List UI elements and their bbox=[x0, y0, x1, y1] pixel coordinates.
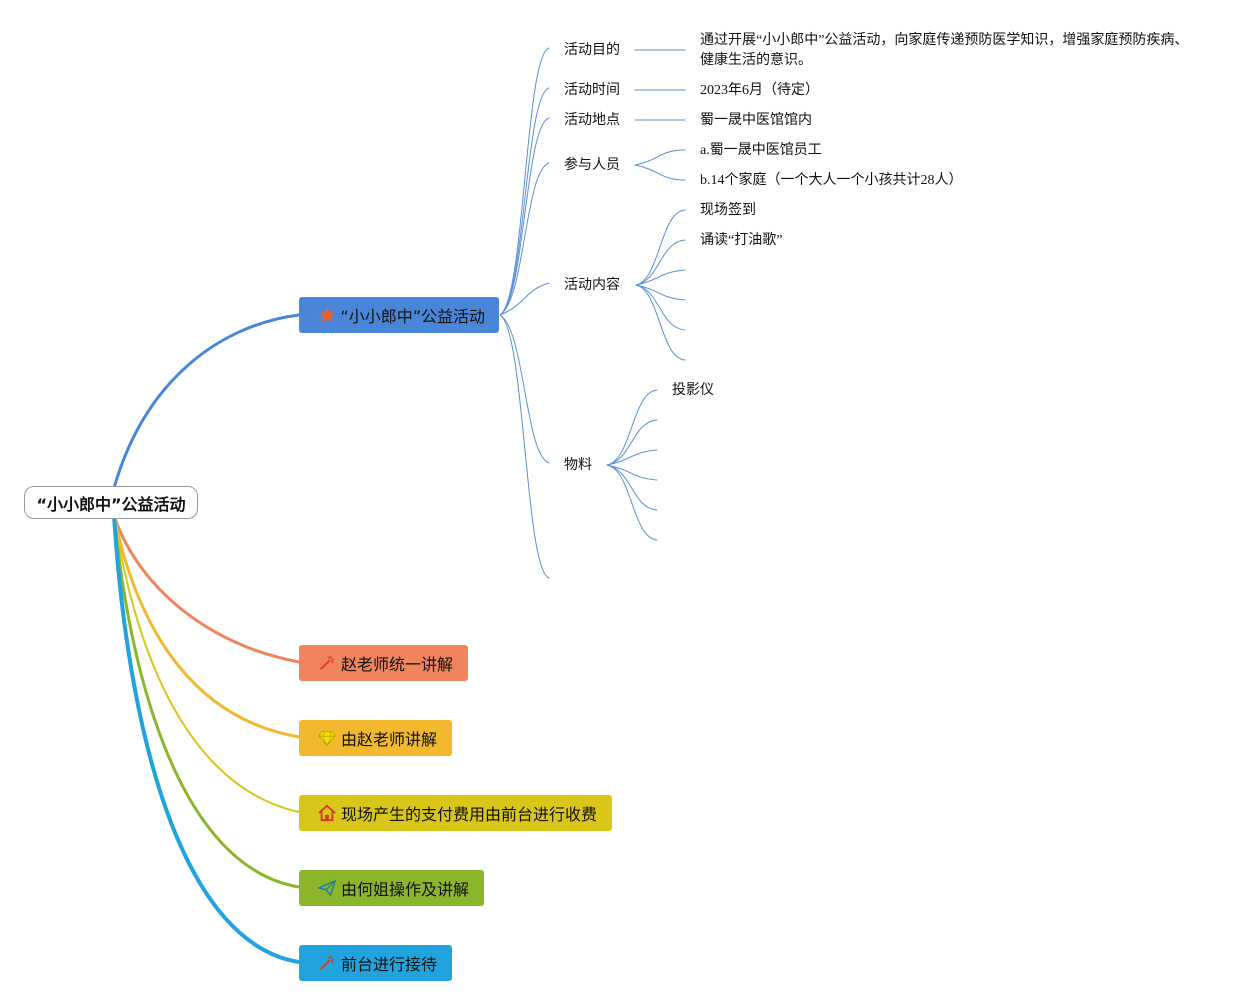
branch-label: 赵老师统一讲解 bbox=[341, 655, 454, 674]
link-main-people bbox=[499, 162, 550, 316]
link-root-b5 bbox=[112, 514, 301, 964]
branch-zhao-lecture[interactable]: 由赵老师讲解 bbox=[299, 720, 452, 756]
value-materials-projector[interactable]: 投影仪 bbox=[672, 383, 714, 398]
link-main-empty bbox=[499, 314, 550, 579]
root-topic-label: “小小郎中”公益活动 bbox=[36, 494, 186, 514]
branch-label: 现场产生的支付费用由前台进行收费 bbox=[341, 805, 598, 824]
paper-plane-icon bbox=[317, 878, 337, 898]
link-root-b1 bbox=[112, 514, 301, 664]
star-icon bbox=[317, 305, 336, 325]
branch-label: 由赵老师讲解 bbox=[341, 730, 438, 749]
subtopic-content[interactable]: 活动内容 bbox=[564, 278, 620, 293]
main-branch-topic[interactable]: “小小郎中”公益活动 bbox=[299, 297, 499, 333]
value-people-families[interactable]: b.14个家庭（一个大人一个小孩共计28人） bbox=[700, 173, 963, 188]
branch-front-desk-reception[interactable]: 前台进行接待 bbox=[299, 945, 452, 981]
value-people-staff[interactable]: a.蜀一晟中医馆员工 bbox=[700, 143, 822, 158]
link-root-b2 bbox=[112, 514, 301, 739]
link-main-time bbox=[499, 87, 550, 316]
value-place-text[interactable]: 蜀一晟中医馆馆内 bbox=[700, 113, 812, 128]
branch-label: 由何姐操作及讲解 bbox=[341, 880, 470, 899]
link-main-materials bbox=[499, 314, 550, 464]
link-main-content bbox=[499, 282, 550, 316]
branch-he-operation[interactable]: 由何姐操作及讲解 bbox=[299, 870, 484, 906]
diamond-icon bbox=[317, 728, 337, 748]
link-root-main bbox=[112, 313, 301, 490]
branch-front-desk-payment[interactable]: 现场产生的支付费用由前台进行收费 bbox=[299, 795, 612, 831]
root-topic[interactable]: “小小郎中”公益活动 bbox=[24, 486, 198, 519]
value-time-text[interactable]: 2023年6月（待定） bbox=[700, 83, 819, 98]
link-main-place bbox=[499, 117, 550, 316]
subtopic-materials[interactable]: 物料 bbox=[564, 458, 592, 473]
branch-zhao-unified-lecture[interactable]: 赵老师统一讲解 bbox=[299, 645, 468, 681]
branch-label: 前台进行接待 bbox=[341, 955, 438, 974]
value-content-recite[interactable]: 诵读“打油歌” bbox=[700, 233, 783, 248]
subtopic-people[interactable]: 参与人员 bbox=[564, 158, 620, 173]
magic-wand-icon bbox=[317, 653, 337, 673]
subtopic-time[interactable]: 活动时间 bbox=[564, 83, 620, 98]
magic-wand-icon bbox=[317, 953, 337, 973]
home-icon bbox=[317, 803, 337, 823]
link-main-purpose bbox=[499, 47, 550, 316]
value-purpose-text[interactable]: 通过开展“小小郎中”公益活动，向家庭传递预防医学知识，增强家庭预防疾病、健康生活… bbox=[700, 33, 1189, 68]
link-root-b4 bbox=[112, 514, 301, 889]
subtopic-place[interactable]: 活动地点 bbox=[564, 113, 620, 128]
main-branch-label: “小小郎中”公益活动 bbox=[340, 307, 485, 326]
value-content-signin[interactable]: 现场签到 bbox=[700, 203, 756, 218]
subtopic-purpose[interactable]: 活动目的 bbox=[564, 43, 620, 58]
link-root-b3 bbox=[113, 515, 300, 813]
